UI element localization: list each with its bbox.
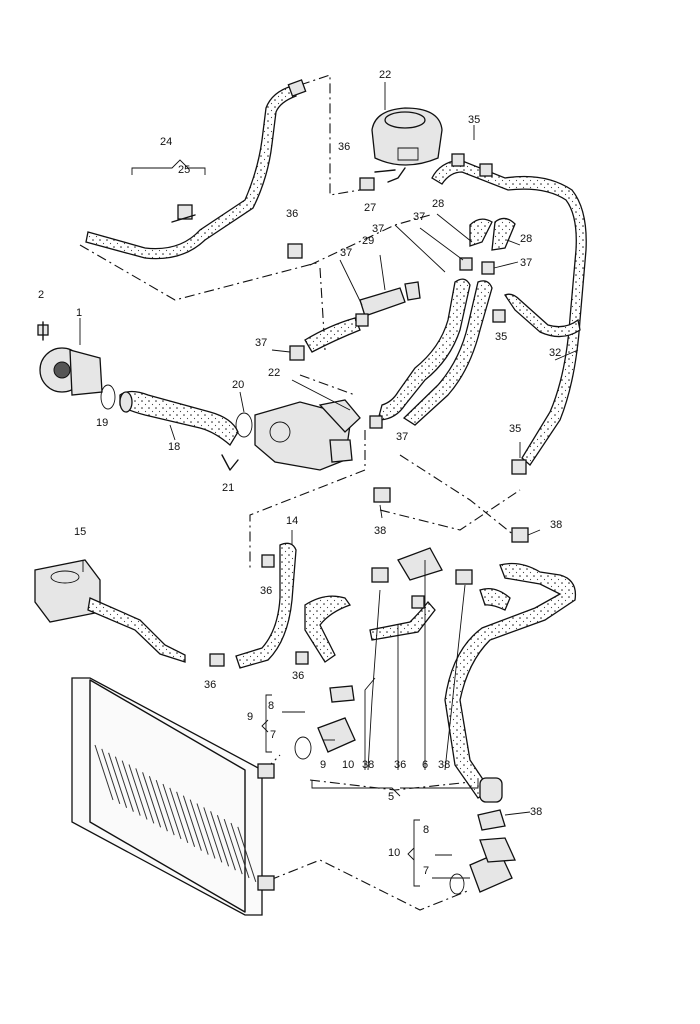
label-25: 25	[178, 164, 190, 176]
label-37-b: 37	[372, 223, 384, 235]
label-37-f: 37	[396, 431, 408, 443]
radiator-fin	[169, 787, 189, 844]
label-20: 20	[232, 379, 244, 391]
label-22-tank: 22	[379, 69, 391, 81]
label-36-c: 36	[260, 585, 272, 597]
label-19: 19	[96, 417, 108, 429]
label-35-low: 35	[509, 423, 521, 435]
expansion-tank	[371, 107, 443, 183]
radiator-fin	[230, 822, 250, 879]
radiator-fin	[162, 783, 182, 840]
label-5: 5	[388, 791, 394, 803]
lower-hoses	[304, 547, 577, 803]
radiator-fin	[237, 826, 257, 883]
thermostat-housing	[221, 399, 361, 471]
label-15: 15	[74, 526, 86, 538]
oil-cooler	[34, 542, 309, 669]
label-8-b: 8	[423, 824, 429, 836]
label-36-d: 36	[292, 670, 304, 682]
label-8-a: 8	[268, 700, 274, 712]
label-36-e: 36	[204, 679, 216, 691]
label-14: 14	[286, 515, 298, 527]
radiator-fin	[210, 811, 230, 867]
radiator-fin	[135, 768, 155, 824]
label-35-mid: 35	[495, 331, 507, 343]
label-28-b: 28	[520, 233, 532, 245]
label-7-a: 7	[270, 729, 276, 741]
leader-lines	[79, 82, 579, 816]
label-37-e: 37	[255, 337, 267, 349]
radiator-fin	[101, 748, 121, 805]
label-36-mid: 36	[286, 208, 298, 220]
label-18: 18	[168, 441, 180, 453]
label-38-d: 38	[438, 759, 450, 771]
label-21: 21	[222, 482, 234, 494]
flange-assembly-lower	[449, 809, 516, 895]
radiator-fin	[223, 818, 243, 875]
radiator-fin	[182, 795, 202, 851]
connector-hoses	[304, 217, 516, 353]
label-36-f: 36	[394, 759, 406, 771]
label-37-c: 37	[340, 247, 352, 259]
label-2: 2	[38, 289, 44, 301]
radiator-fin	[142, 772, 162, 828]
radiator-fin	[155, 779, 175, 836]
radiator-fin	[196, 803, 216, 859]
radiator-fin	[128, 764, 148, 820]
label-10-a: 10	[342, 759, 354, 771]
radiator-fin	[148, 776, 168, 832]
radiator-fin	[189, 799, 209, 855]
label-6: 6	[422, 759, 428, 771]
label-38-b: 38	[550, 519, 562, 531]
label-38-c: 38	[362, 759, 374, 771]
radiator-fin	[94, 744, 114, 801]
radiator-fin	[121, 760, 141, 816]
radiator-fin	[216, 815, 236, 871]
radiator-fin	[176, 791, 196, 847]
brackets	[131, 159, 479, 887]
radiator-fin	[203, 807, 223, 863]
label-9-a: 9	[247, 711, 253, 723]
water-pump	[37, 321, 103, 396]
label-38-a: 38	[374, 525, 386, 537]
coolant-pipe-18	[100, 384, 253, 446]
long-hose-32	[431, 159, 587, 466]
label-10-b: 10	[388, 847, 400, 859]
label-9-b: 9	[320, 759, 326, 771]
radiator-fin	[114, 756, 134, 812]
label-32: 32	[549, 347, 561, 359]
label-36-top: 36	[338, 141, 350, 153]
clamps	[287, 153, 529, 609]
label-37-d: 37	[520, 257, 532, 269]
label-1: 1	[76, 307, 82, 319]
radiator-fin	[108, 752, 128, 808]
label-35-top: 35	[468, 114, 480, 126]
label-38-e: 38	[530, 806, 542, 818]
label-37-a: 37	[413, 211, 425, 223]
label-22-housing: 22	[268, 367, 280, 379]
label-24: 24	[160, 136, 172, 148]
label-29: 29	[362, 235, 374, 247]
flange-assembly-upper	[294, 685, 356, 760]
bleed-hose	[85, 79, 307, 260]
radiator	[71, 677, 275, 916]
label-28-a: 28	[432, 198, 444, 210]
s-hose-37	[377, 278, 493, 426]
label-7-b: 7	[423, 865, 429, 877]
label-27: 27	[364, 202, 376, 214]
part-labels: 22 35 24 36 25 27 36 28 37 37 28 29 37 3…	[38, 69, 562, 877]
radiator-fins	[94, 744, 257, 883]
assembly-lines	[79, 74, 521, 911]
